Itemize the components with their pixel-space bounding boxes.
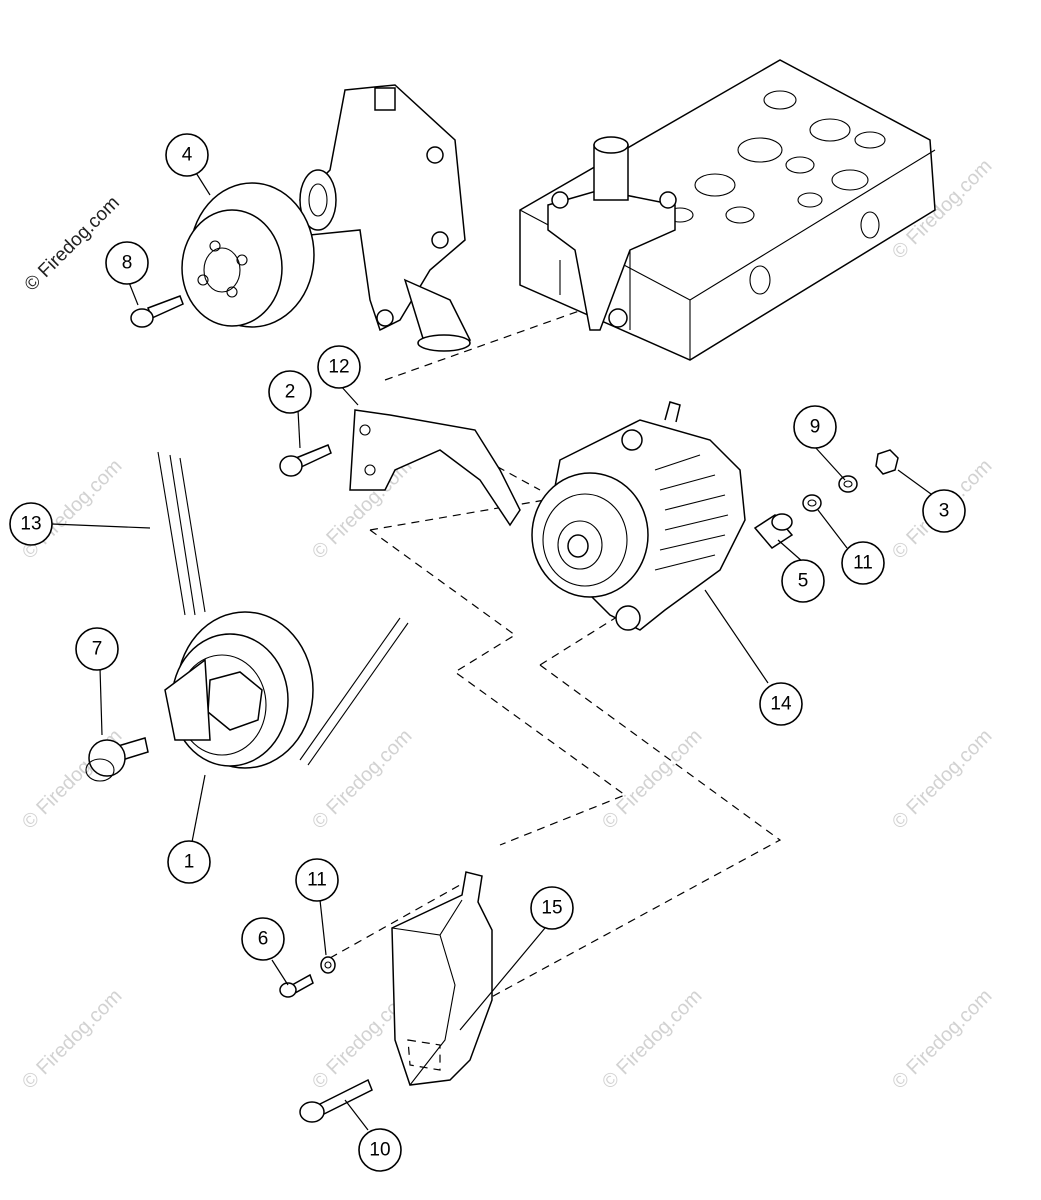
callout-label: 5	[798, 571, 809, 592]
bolt-part-8	[130, 295, 184, 328]
callout-label: 13	[20, 514, 41, 535]
callout-label: 9	[810, 417, 821, 438]
callout-4: 4	[165, 133, 209, 177]
callout-label: 6	[258, 929, 269, 950]
belt-cover	[391, 871, 493, 1086]
watermark: © Firedog.com	[18, 985, 127, 1094]
bolt-part-7	[85, 737, 149, 782]
washer-part-9	[838, 475, 858, 493]
callout-11-lower: 11	[295, 858, 339, 902]
callouts: 4 8 12 2 13 7 1 9	[9, 133, 966, 1172]
bolt-part-10	[299, 1078, 373, 1123]
callout-label: 12	[328, 357, 349, 378]
fan-pulley	[181, 182, 315, 328]
nut-part-3	[875, 449, 899, 475]
callout-2: 2	[268, 370, 312, 414]
crankshaft-pulley	[164, 611, 314, 769]
callout-label: 7	[92, 639, 103, 660]
callout-label: 11	[853, 553, 873, 574]
callout-5: 5	[781, 559, 825, 603]
callout-13: 12	[317, 345, 361, 389]
callout-label: 4	[182, 145, 193, 166]
watermark-layer: © Firedog.com © Firedog.com © Firedog.co…	[18, 155, 997, 1094]
callout-label: 8	[122, 253, 133, 274]
washer-part-11	[802, 494, 822, 512]
callout-label: 15	[541, 898, 562, 919]
callout-14: 13	[9, 502, 53, 546]
callout-label: 11	[307, 870, 327, 891]
copyright-text: © Firedog.com	[21, 192, 124, 295]
callout-10: 10	[358, 1128, 402, 1172]
water-pump	[299, 84, 472, 352]
bolt-part-2	[279, 444, 332, 477]
callout-label: 10	[369, 1140, 390, 1161]
callout-label: 1	[184, 852, 195, 873]
callout-6: 6	[241, 917, 285, 961]
callout-8: 8	[105, 241, 149, 285]
callout-9: 9	[793, 405, 837, 449]
callout-3: 3	[922, 489, 966, 533]
leader-lines	[51, 167, 932, 1131]
v-belt	[157, 451, 409, 766]
alternator-bracket	[349, 409, 521, 527]
alternator	[531, 401, 746, 631]
callout-label: 14	[770, 694, 792, 715]
callout-12: 14	[759, 682, 803, 726]
bolt-part-6	[279, 973, 314, 998]
watermark: © Firedog.com	[888, 985, 997, 1094]
callout-1: 1	[167, 840, 211, 884]
watermark: © Firedog.com	[888, 725, 997, 834]
callout-15: 15	[530, 886, 574, 930]
watermark: © Firedog.com	[598, 985, 707, 1094]
callout-label: 3	[939, 501, 950, 522]
callout-7: 7	[75, 627, 119, 671]
spacer-part-5	[753, 513, 794, 549]
watermark: © Firedog.com	[598, 725, 707, 834]
callout-label: 2	[285, 382, 296, 403]
assembly-dashed-lines	[329, 299, 782, 1026]
washer-part-11-lower	[320, 956, 336, 974]
thermostat-housing	[547, 136, 677, 331]
callout-11: 11	[841, 541, 885, 585]
